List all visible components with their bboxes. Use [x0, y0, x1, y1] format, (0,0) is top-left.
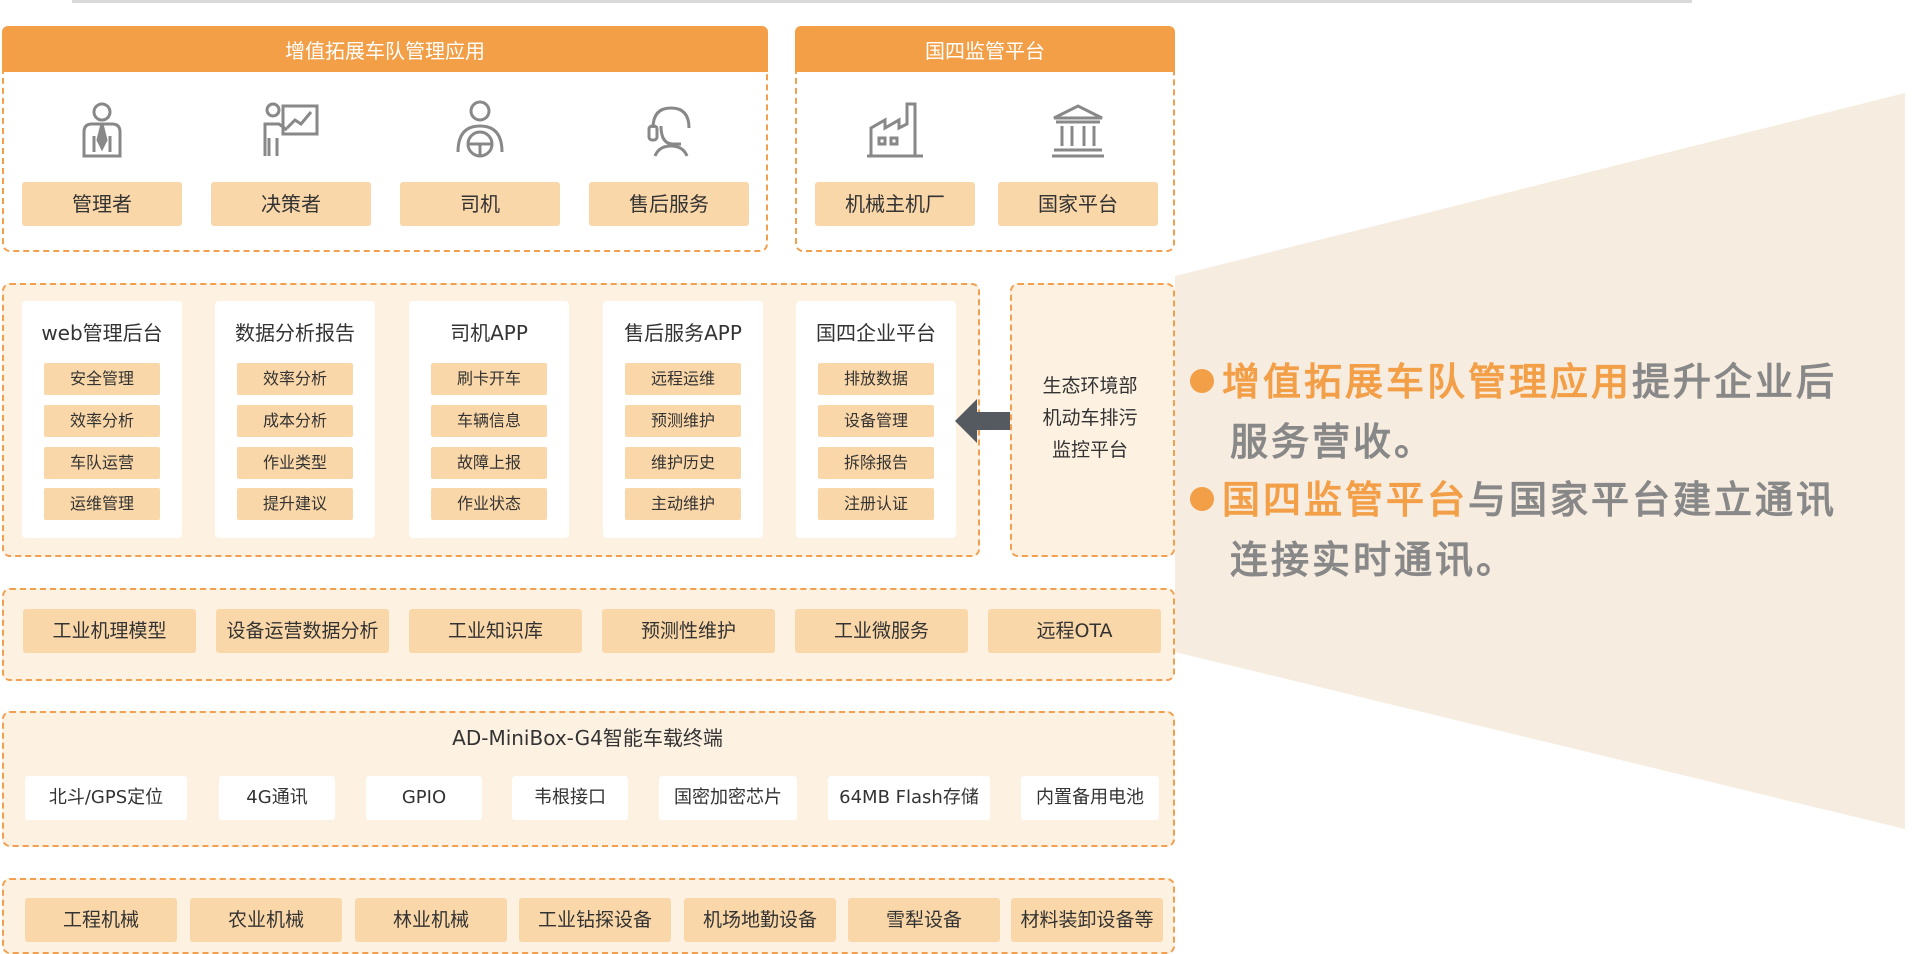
app-card-title: 数据分析报告 — [235, 321, 355, 345]
app-card-item: 安全管理 — [44, 363, 160, 395]
eco-platform-line: 机动车排污 — [1042, 407, 1138, 429]
device-feature: 4G通讯 — [219, 776, 335, 820]
device-feature: 韦根接口 — [512, 776, 628, 820]
role-label: 管理者 — [22, 182, 182, 226]
eco-platform-line: 生态环境部 — [1042, 375, 1138, 397]
role-decision-maker: 决策者 — [211, 98, 371, 226]
app-card-item: 故障上报 — [431, 447, 547, 479]
government-building-icon — [1052, 104, 1104, 158]
headset-icon — [647, 106, 691, 157]
machinery-item: 工业钻探设备 — [519, 898, 671, 942]
bullet-text: 服务营收。 — [1230, 420, 1436, 464]
bullet-highlight: 增值拓展车队管理应用 — [1222, 360, 1633, 404]
bullet-text: 与国家平台建立通讯 — [1468, 478, 1838, 522]
role-oem: 机械主机厂 — [815, 98, 975, 226]
app-card-web-admin: web管理后台 安全管理 效率分析 车队运营 运维管理 — [22, 301, 182, 538]
app-card-item: 维护历史 — [625, 447, 741, 479]
capability-item: 工业机理模型 — [23, 609, 196, 653]
app-card-title: 国四企业平台 — [816, 321, 936, 345]
role-label: 决策者 — [211, 182, 371, 226]
role-driver: 司机 — [400, 98, 560, 226]
app-card-title: 司机APP — [450, 321, 528, 345]
app-card-data-report: 数据分析报告 效率分析 成本分析 作业类型 提升建议 — [215, 301, 375, 538]
bullet-dot — [1190, 369, 1214, 393]
device-feature: 内置备用电池 — [1021, 776, 1159, 820]
capabilities-panel — [2, 588, 1175, 681]
role-after-sales: 售后服务 — [589, 98, 749, 226]
machinery-item: 农业机械 — [190, 898, 342, 942]
app-card-item: 提升建议 — [237, 488, 353, 520]
app-card-item: 主动维护 — [625, 488, 741, 520]
app-card-after-sales-app: 售后服务APP 远程运维 预测维护 维护历史 主动维护 — [603, 301, 763, 538]
app-card-item: 成本分析 — [237, 405, 353, 437]
app-card-item: 远程运维 — [625, 363, 741, 395]
top-divider-line — [72, 0, 1692, 3]
app-card-item: 车辆信息 — [431, 405, 547, 437]
capability-item: 远程OTA — [988, 609, 1161, 653]
factory-icon — [867, 102, 923, 158]
device-title: AD-MiniBox-G4智能车载终端 — [452, 726, 723, 750]
app-card-item: 设备管理 — [818, 405, 934, 437]
app-card-item: 效率分析 — [237, 363, 353, 395]
fleet-apps-title: 增值拓展车队管理应用 — [285, 38, 485, 63]
bullet-text: 连接实时通讯。 — [1230, 538, 1518, 582]
driver-icon — [456, 100, 504, 158]
app-card-item: 运维管理 — [44, 488, 160, 520]
role-national-platform: 国家平台 — [998, 98, 1158, 226]
summary-bullet-fleet: 增值拓展车队管理应用提升企业后 服务营收。 — [1190, 352, 1837, 472]
device-feature: 64MB Flash存储 — [828, 776, 990, 820]
app-card-item: 注册认证 — [818, 488, 934, 520]
app-card-title: web管理后台 — [41, 321, 163, 345]
app-card-item: 排放数据 — [818, 363, 934, 395]
app-card-item: 作业类型 — [237, 447, 353, 479]
role-label: 司机 — [400, 182, 560, 226]
app-card-driver-app: 司机APP 刷卡开车 车辆信息 故障上报 作业状态 — [409, 301, 569, 538]
machinery-item: 机场地勤设备 — [684, 898, 836, 942]
gov-platform-title: 国四监管平台 — [925, 38, 1045, 63]
bullet-text: 提升企业后 — [1632, 360, 1838, 404]
eco-platform-panel — [1010, 283, 1175, 557]
app-card-enterprise-platform: 国四企业平台 排放数据 设备管理 拆除报告 注册认证 — [796, 301, 956, 538]
manager-icon — [82, 102, 122, 158]
summary-bullet-gov: 国四监管平台与国家平台建立通讯 连接实时通讯。 — [1190, 470, 1837, 590]
app-card-item: 效率分析 — [44, 405, 160, 437]
capability-item: 设备运营数据分析 — [216, 609, 389, 653]
role-manager: 管理者 — [22, 98, 182, 226]
capability-item: 预测性维护 — [602, 609, 775, 653]
app-card-item: 作业状态 — [431, 488, 547, 520]
capability-item: 工业知识库 — [409, 609, 582, 653]
app-card-item: 刷卡开车 — [431, 363, 547, 395]
capability-item: 工业微服务 — [795, 609, 968, 653]
presentation-icon — [263, 102, 319, 156]
machinery-item: 林业机械 — [355, 898, 507, 942]
app-card-title: 售后服务APP — [624, 321, 742, 345]
app-card-item: 预测维护 — [625, 405, 741, 437]
role-label: 售后服务 — [589, 182, 749, 226]
eco-platform-label: 生态环境部 机动车排污 监控平台 — [1015, 370, 1165, 466]
app-card-item: 车队运营 — [44, 447, 160, 479]
gov-platform-header: 国四监管平台 — [795, 26, 1175, 72]
fleet-apps-header: 增值拓展车队管理应用 — [2, 26, 768, 72]
eco-platform-line: 监控平台 — [1051, 439, 1128, 461]
machinery-item: 材料装卸设备等 — [1011, 898, 1163, 942]
role-label: 国家平台 — [998, 182, 1158, 226]
device-feature: 北斗/GPS定位 — [25, 776, 187, 820]
machinery-item: 工程机械 — [25, 898, 177, 942]
device-feature: 国密加密芯片 — [659, 776, 797, 820]
app-card-item: 拆除报告 — [818, 447, 934, 479]
role-label: 机械主机厂 — [815, 182, 975, 226]
machinery-item: 雪犁设备 — [848, 898, 1000, 942]
bullet-highlight: 国四监管平台 — [1222, 478, 1469, 522]
device-feature: GPIO — [366, 776, 482, 820]
bullet-dot — [1190, 487, 1214, 511]
